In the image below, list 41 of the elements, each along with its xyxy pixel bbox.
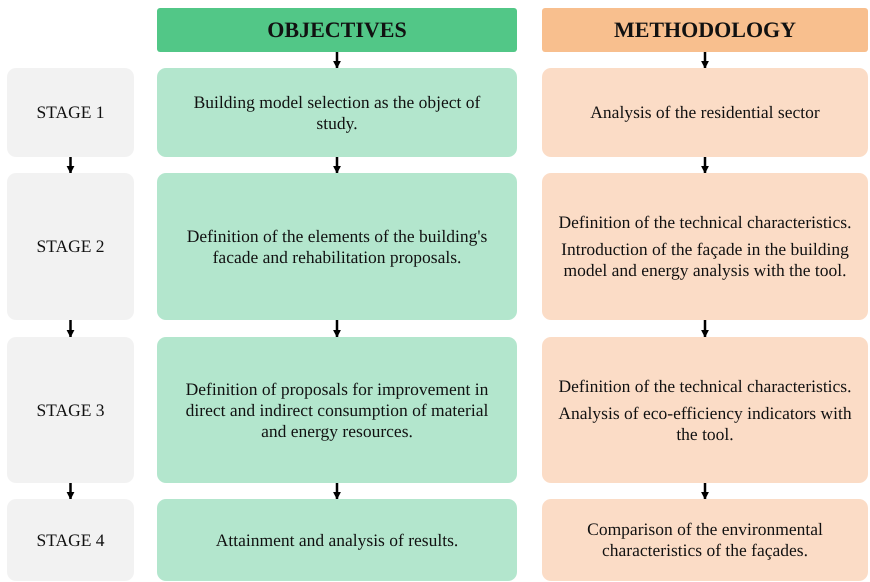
box-text: STAGE 3 (36, 400, 105, 420)
stage-box (7, 173, 134, 320)
arrow (701, 157, 709, 174)
box-text: Attainment and analysis of results. (216, 530, 458, 550)
arrow (333, 157, 341, 174)
arrow (66, 320, 74, 338)
arrow (701, 483, 709, 500)
column-header (157, 8, 517, 52)
box-text: Analysis of eco-efficiency indicators with the tool. (557, 402, 853, 444)
arrow (66, 157, 74, 174)
process-box (157, 499, 517, 581)
box-text: Building model selection as the object of study. (192, 92, 482, 134)
process-box (157, 337, 517, 483)
column-header (542, 8, 868, 52)
box-text: Definition of the elements of the building's facade and rehabilitation proposals. (186, 226, 488, 268)
box-text: Comparison of the environmental characteristics of the façades. (586, 519, 824, 561)
box-text: STAGE 1 (36, 102, 105, 123)
box-text: STAGE 4 (36, 530, 105, 550)
arrow (333, 483, 341, 500)
arrow (701, 320, 709, 338)
process-box (542, 499, 868, 581)
arrow (66, 483, 74, 500)
arrow (701, 52, 709, 69)
stage-box (7, 68, 134, 157)
process-box (542, 173, 868, 320)
box-text: Definition of the technical characteristics. (558, 212, 852, 233)
process-box (542, 68, 868, 157)
arrow (333, 320, 341, 338)
stage-box (7, 337, 134, 483)
box-text: STAGE 2 (36, 236, 105, 257)
stage-box (7, 499, 134, 581)
arrow (333, 52, 341, 69)
box-text: Analysis of the residential sector (590, 102, 820, 123)
box-text: Definition of proposals for improvement in direct and indirect consumption of material and energy resources. (184, 378, 490, 442)
process-box (157, 173, 517, 320)
box-text: Introduction of the façade in the building model and energy analysis with the tool. (560, 239, 850, 281)
process-box (542, 337, 868, 483)
box-text: OBJECTIVES (267, 16, 407, 44)
box-text: Definition of the technical characteristics. (558, 376, 852, 396)
box-text: METHODOLOGY (614, 16, 796, 44)
process-box (157, 68, 517, 157)
